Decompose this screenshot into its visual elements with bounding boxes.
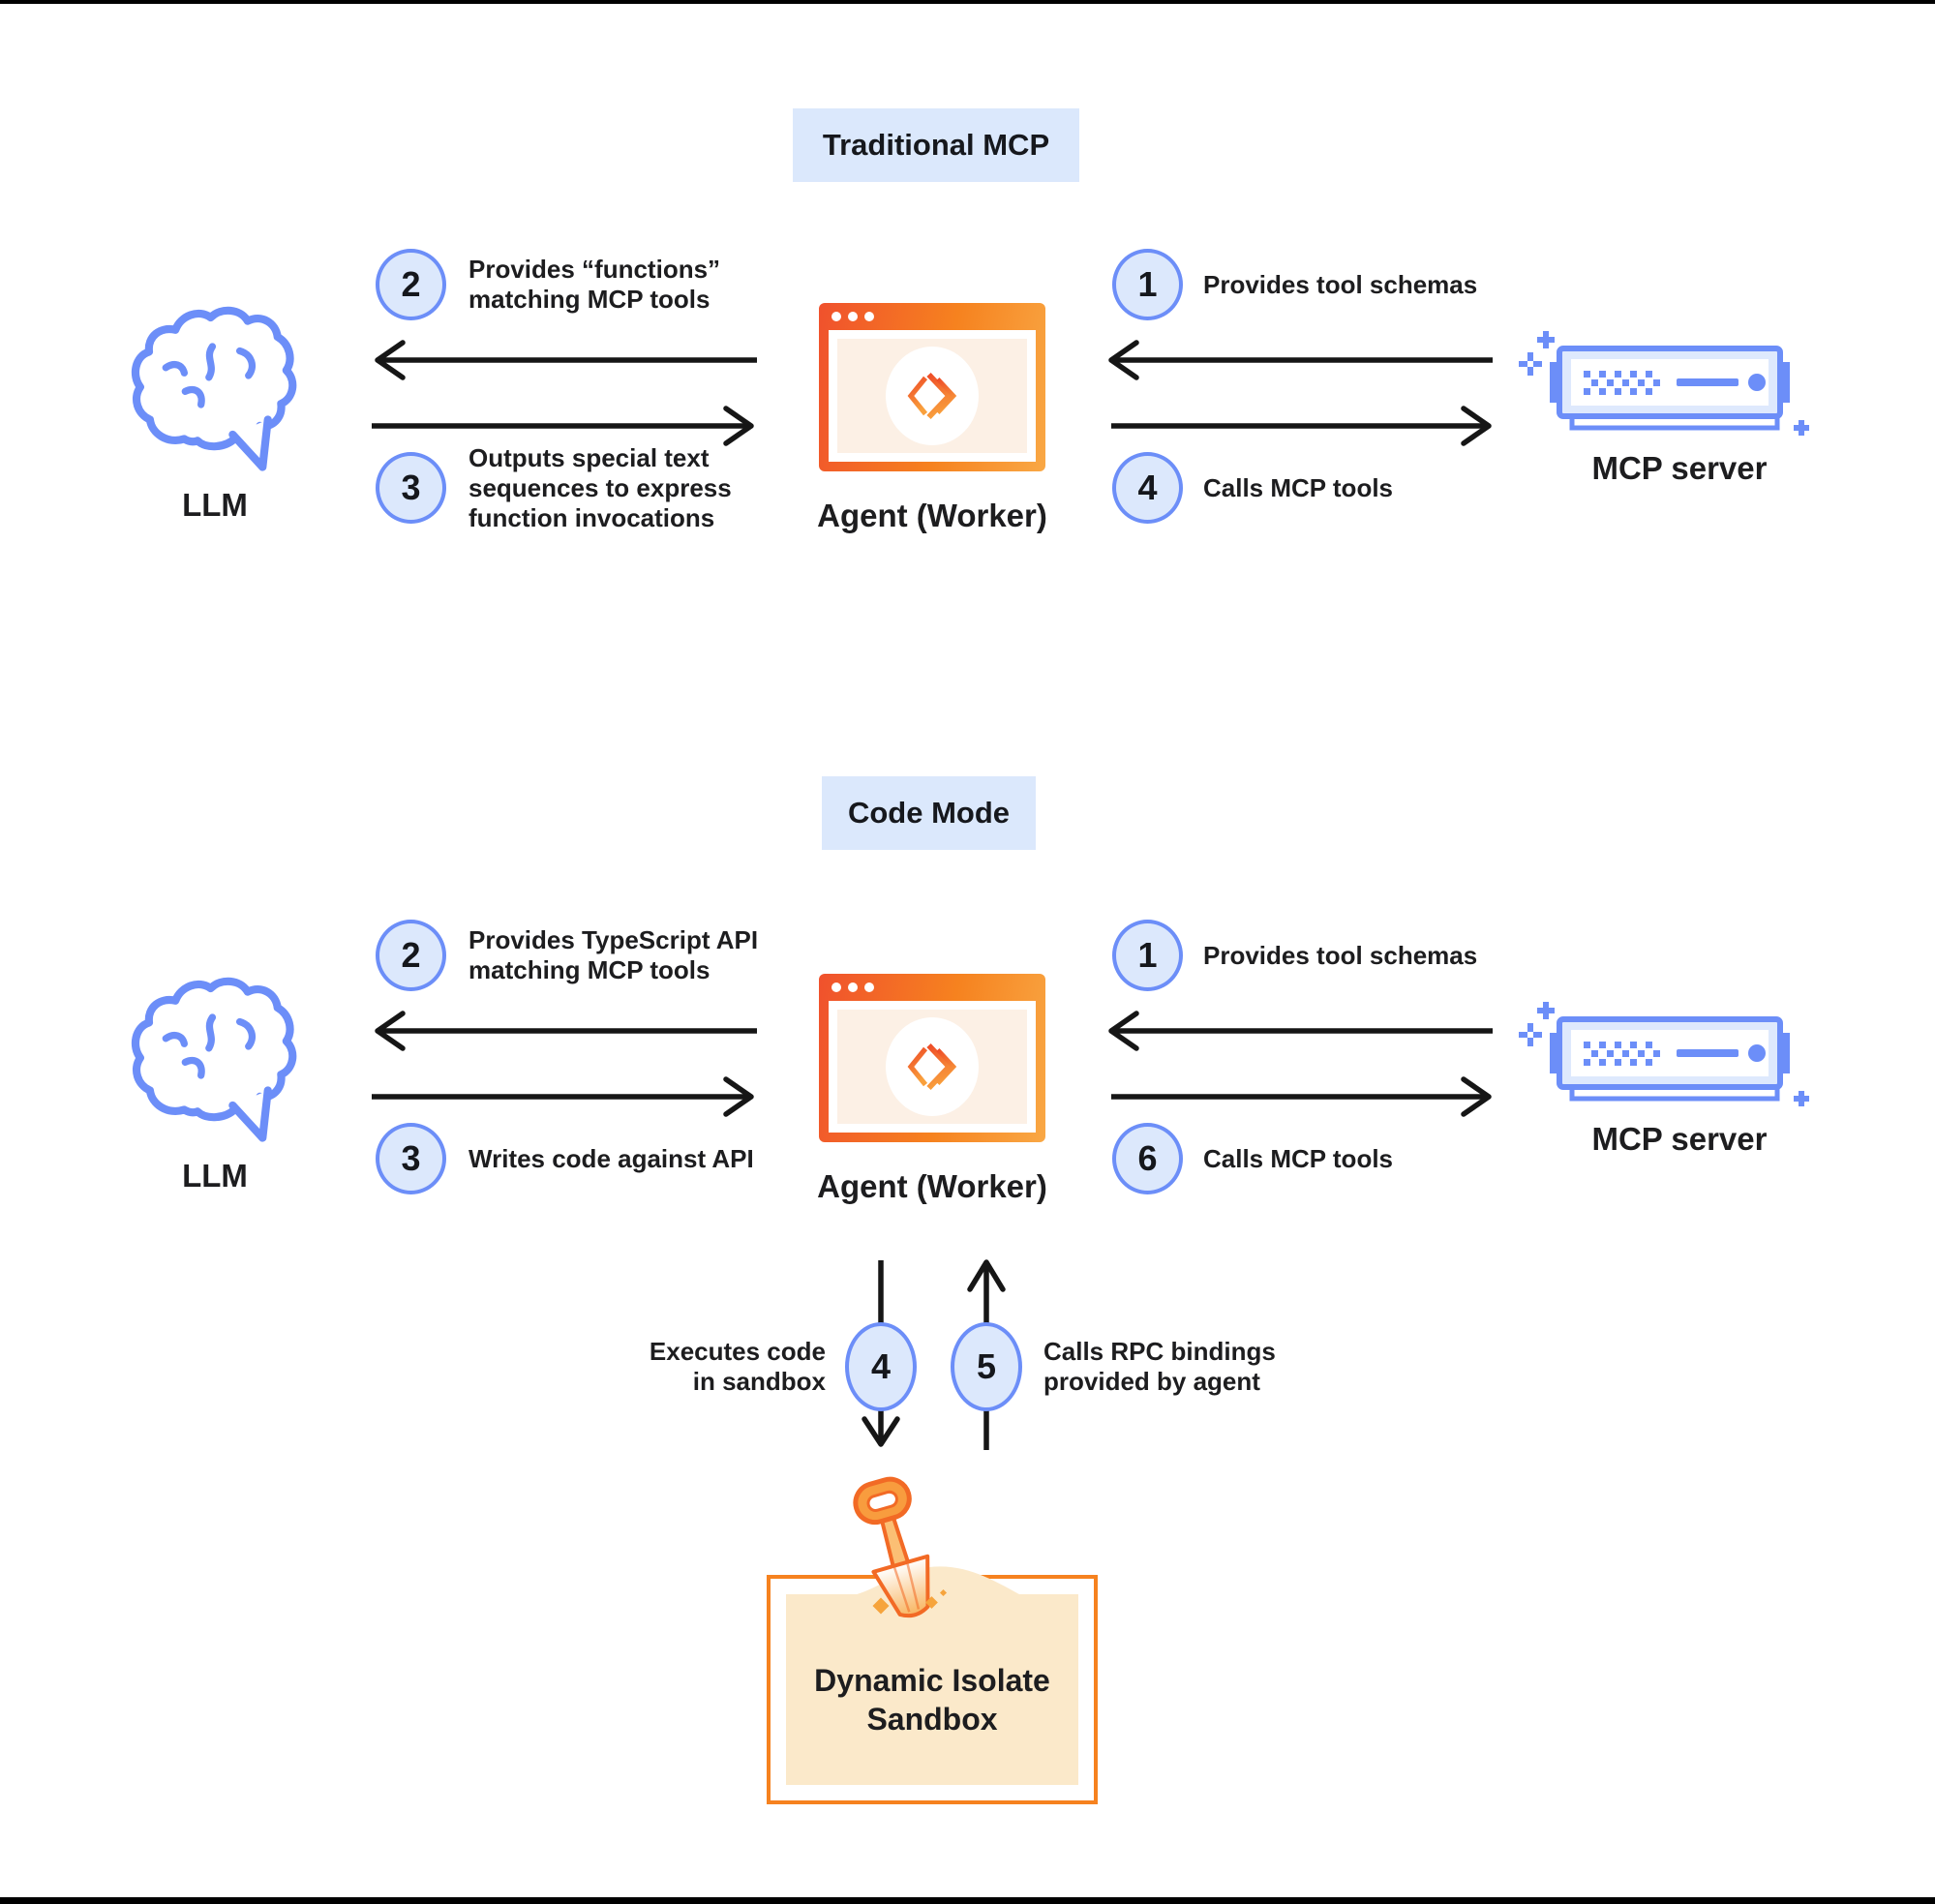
step-number: 2 bbox=[401, 935, 421, 975]
step-number: 4 bbox=[870, 1346, 892, 1386]
window-body bbox=[829, 1001, 1036, 1133]
step-label-4: Executes code in sandbox bbox=[649, 1337, 826, 1396]
agent-label: Agent (Worker) bbox=[817, 1168, 1047, 1204]
step-number: 2 bbox=[401, 264, 421, 304]
workers-logo-icon bbox=[904, 366, 960, 426]
shovel-icon bbox=[803, 1464, 1045, 1628]
section-title-text: Traditional MCP bbox=[822, 128, 1050, 162]
window-dots-icon bbox=[831, 982, 874, 992]
step-label-5: Calls RPC bindings provided by agent bbox=[1043, 1337, 1276, 1396]
step-badge-5: 5 bbox=[951, 1322, 1022, 1411]
step-label-6: Calls MCP tools bbox=[1203, 1144, 1394, 1173]
step-label-2: Provides “functions” matching MCP tools bbox=[469, 255, 721, 314]
arrow-agent-to-server bbox=[1111, 1075, 1497, 1118]
step-badge-4: 4 bbox=[1112, 452, 1183, 524]
step-badge-3: 3 bbox=[376, 1123, 446, 1194]
step-label-4: Calls MCP tools bbox=[1203, 473, 1394, 502]
dynamic-isolate-sandbox: Dynamic Isolate Sandbox bbox=[767, 1575, 1098, 1804]
llm-label: LLM bbox=[182, 487, 248, 523]
agent-worker-window bbox=[819, 303, 1045, 471]
step-label-1: Provides tool schemas bbox=[1203, 941, 1478, 970]
sandbox-label: Dynamic Isolate Sandbox bbox=[814, 1663, 1050, 1737]
step-number: 1 bbox=[1137, 264, 1158, 304]
window-body bbox=[829, 330, 1036, 462]
step-label-2: Provides TypeScript API matching MCP too… bbox=[469, 925, 759, 984]
arrow-agent-to-llm bbox=[370, 339, 757, 381]
sand-fill bbox=[786, 1594, 1078, 1785]
llm-brain-icon bbox=[129, 969, 305, 1143]
section-title-code-mode: Code Mode bbox=[822, 776, 1036, 850]
window-dots-icon bbox=[831, 312, 874, 321]
section-title-text: Code Mode bbox=[847, 796, 1011, 830]
arrow-server-to-agent bbox=[1104, 1010, 1493, 1052]
step-label-3: Outputs special text sequences to expres… bbox=[469, 443, 732, 532]
llm-label: LLM bbox=[182, 1158, 248, 1194]
arrow-llm-to-agent bbox=[372, 1075, 759, 1118]
agent-label: Agent (Worker) bbox=[817, 498, 1047, 533]
step-label-3: Writes code against API bbox=[469, 1144, 754, 1173]
mcp-server-icon bbox=[1520, 319, 1820, 445]
mcp-server-icon bbox=[1520, 990, 1820, 1116]
step-badge-1: 1 bbox=[1112, 249, 1183, 320]
llm-brain-icon bbox=[129, 298, 305, 472]
arrow-llm-to-agent bbox=[372, 405, 759, 447]
bottom-border-bar bbox=[0, 1897, 1935, 1904]
step-number: 3 bbox=[401, 1138, 421, 1178]
mcp-server-label: MCP server bbox=[1591, 1121, 1768, 1157]
step-label-1: Provides tool schemas bbox=[1203, 270, 1478, 299]
arrow-agent-to-llm bbox=[370, 1010, 757, 1052]
step-badge-2: 2 bbox=[376, 920, 446, 991]
step-number: 5 bbox=[976, 1346, 997, 1386]
top-border-bar bbox=[0, 0, 1935, 4]
arrow-agent-to-server bbox=[1111, 405, 1497, 447]
mcp-server-label: MCP server bbox=[1591, 450, 1768, 486]
arrow-server-to-agent bbox=[1104, 339, 1493, 381]
step-number: 1 bbox=[1137, 935, 1158, 975]
workers-logo-icon bbox=[904, 1037, 960, 1097]
step-number: 3 bbox=[401, 468, 421, 507]
section-title-traditional-mcp: Traditional MCP bbox=[793, 108, 1079, 182]
workers-logo-circle bbox=[886, 347, 979, 445]
step-badge-6: 6 bbox=[1112, 1123, 1183, 1194]
agent-worker-window bbox=[819, 974, 1045, 1142]
step-badge-1: 1 bbox=[1112, 920, 1183, 991]
step-badge-3: 3 bbox=[376, 452, 446, 524]
step-number: 4 bbox=[1137, 468, 1158, 507]
step-badge-2: 2 bbox=[376, 249, 446, 320]
step-badge-4: 4 bbox=[845, 1322, 917, 1411]
step-number: 6 bbox=[1137, 1138, 1158, 1178]
workers-logo-circle bbox=[886, 1017, 979, 1116]
